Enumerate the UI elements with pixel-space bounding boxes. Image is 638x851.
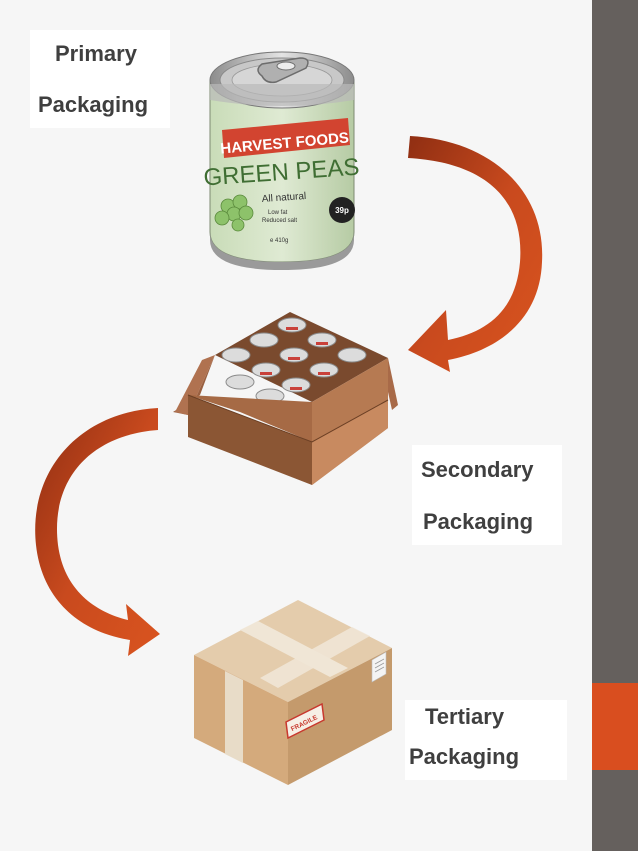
primary-label-box (30, 30, 170, 128)
can-tagline-text: All natural (261, 191, 306, 205)
primary-label-line2: Packaging (38, 92, 149, 117)
tertiary-label-line2: Packaging (409, 744, 520, 769)
can-weight-text: e 410g (270, 238, 288, 244)
curved-arrow-primary-to-secondary (408, 136, 543, 372)
secondary-label-line1: Secondary (421, 457, 534, 482)
tertiary-label-box (405, 700, 567, 780)
curved-arrow-secondary-to-tertiary (35, 408, 160, 656)
secondary-label-box (412, 445, 562, 545)
open-box-with-cans-illustration (173, 312, 398, 485)
can-note2-text: Reduced salt (262, 218, 297, 224)
can-price-text: 39p (335, 206, 349, 215)
primary-label-line1: Primary (55, 41, 137, 66)
sidebar-accent-block (592, 683, 638, 770)
secondary-label-line2: Packaging (423, 509, 534, 534)
closed-box-illustration (194, 600, 392, 785)
can-note1-text: Low fat (268, 210, 288, 216)
tertiary-label-line1: Tertiary (425, 704, 505, 729)
peas-can-illustration (209, 51, 355, 270)
